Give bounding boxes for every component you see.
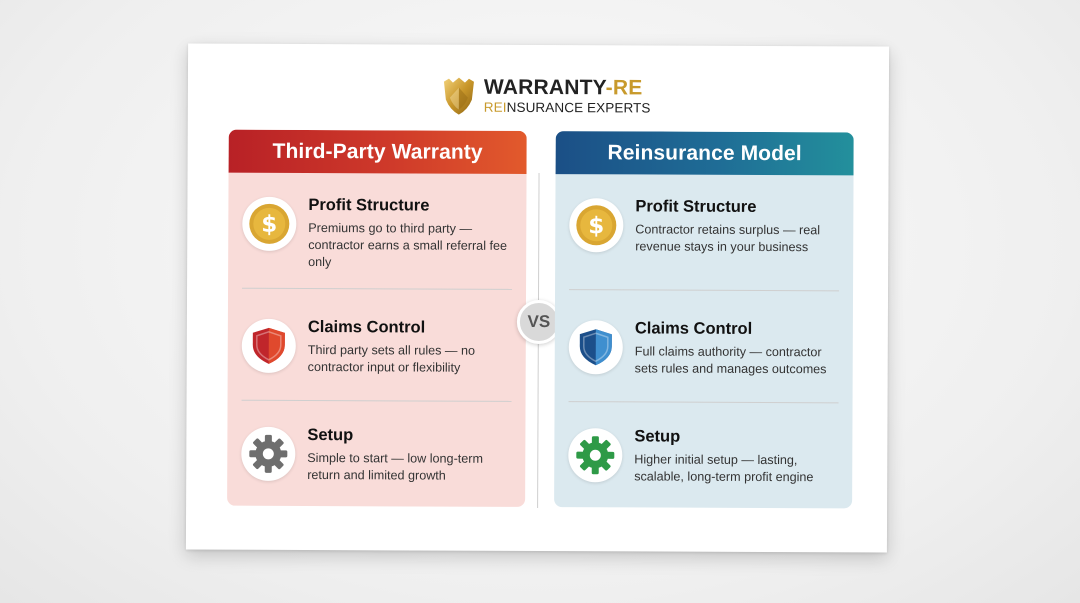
item-description: Third party sets all rules — no contract… [307, 342, 476, 375]
list-item-profit-structure: $ Profit Structure Premiums go to third … [242, 192, 512, 293]
item-title: Claims Control [634, 319, 753, 338]
list-item-claims-control: Claims Control Third party sets all rule… [241, 314, 511, 415]
item-description: Simple to start — low long-term return a… [307, 450, 484, 483]
brand-subtitle: REINSURANCE EXPERTS [483, 100, 651, 116]
red-shield-icon [252, 327, 285, 364]
item-title: Claims Control [307, 317, 426, 337]
item-title: Setup [307, 425, 354, 445]
gray-gear-icon [249, 434, 288, 473]
blue-shield-icon [579, 329, 612, 366]
svg-text:$: $ [588, 213, 604, 239]
item-title: Profit Structure [635, 197, 757, 216]
item-description: Higher initial setup — lasting, scalable… [634, 452, 814, 485]
item-description: Premiums go to third party — contractor … [308, 220, 508, 269]
item-title: Profit Structure [308, 195, 430, 215]
item-description: Contractor retains surplus — real revenu… [635, 222, 821, 255]
list-item-claims-control: Claims Control Full claims authority — c… [568, 315, 838, 416]
item-title: Setup [634, 427, 681, 446]
dollar-coin-icon: $ [576, 205, 617, 246]
panel-title: Reinsurance Model [555, 131, 854, 176]
brand-title: WARRANTY-RE [483, 76, 643, 100]
item-description: Full claims authority — contractor sets … [634, 344, 827, 377]
list-item-setup: Setup Higher initial setup — lasting, sc… [568, 423, 838, 508]
brand-logo: WARRANTY-RE REINSURANCE EXPERTS [442, 75, 651, 118]
reinsurance-model-panel: Reinsurance Model $ Profit Structure Con… [554, 131, 854, 509]
dollar-coin-icon: $ [249, 203, 290, 244]
svg-text:$: $ [261, 212, 277, 238]
green-gear-icon [576, 436, 615, 475]
crest-icon [443, 77, 474, 115]
list-item-setup: Setup Simple to start — low long-term re… [241, 422, 511, 507]
third-party-warranty-panel: Third-Party Warranty $ Profit Structure … [227, 129, 527, 507]
list-item-profit-structure: $ Profit Structure Contractor retains su… [569, 193, 839, 294]
panel-title: Third-Party Warranty [228, 129, 527, 174]
comparison-sheet: WARRANTY-RE REINSURANCE EXPERTS Third-Pa… [185, 43, 890, 553]
